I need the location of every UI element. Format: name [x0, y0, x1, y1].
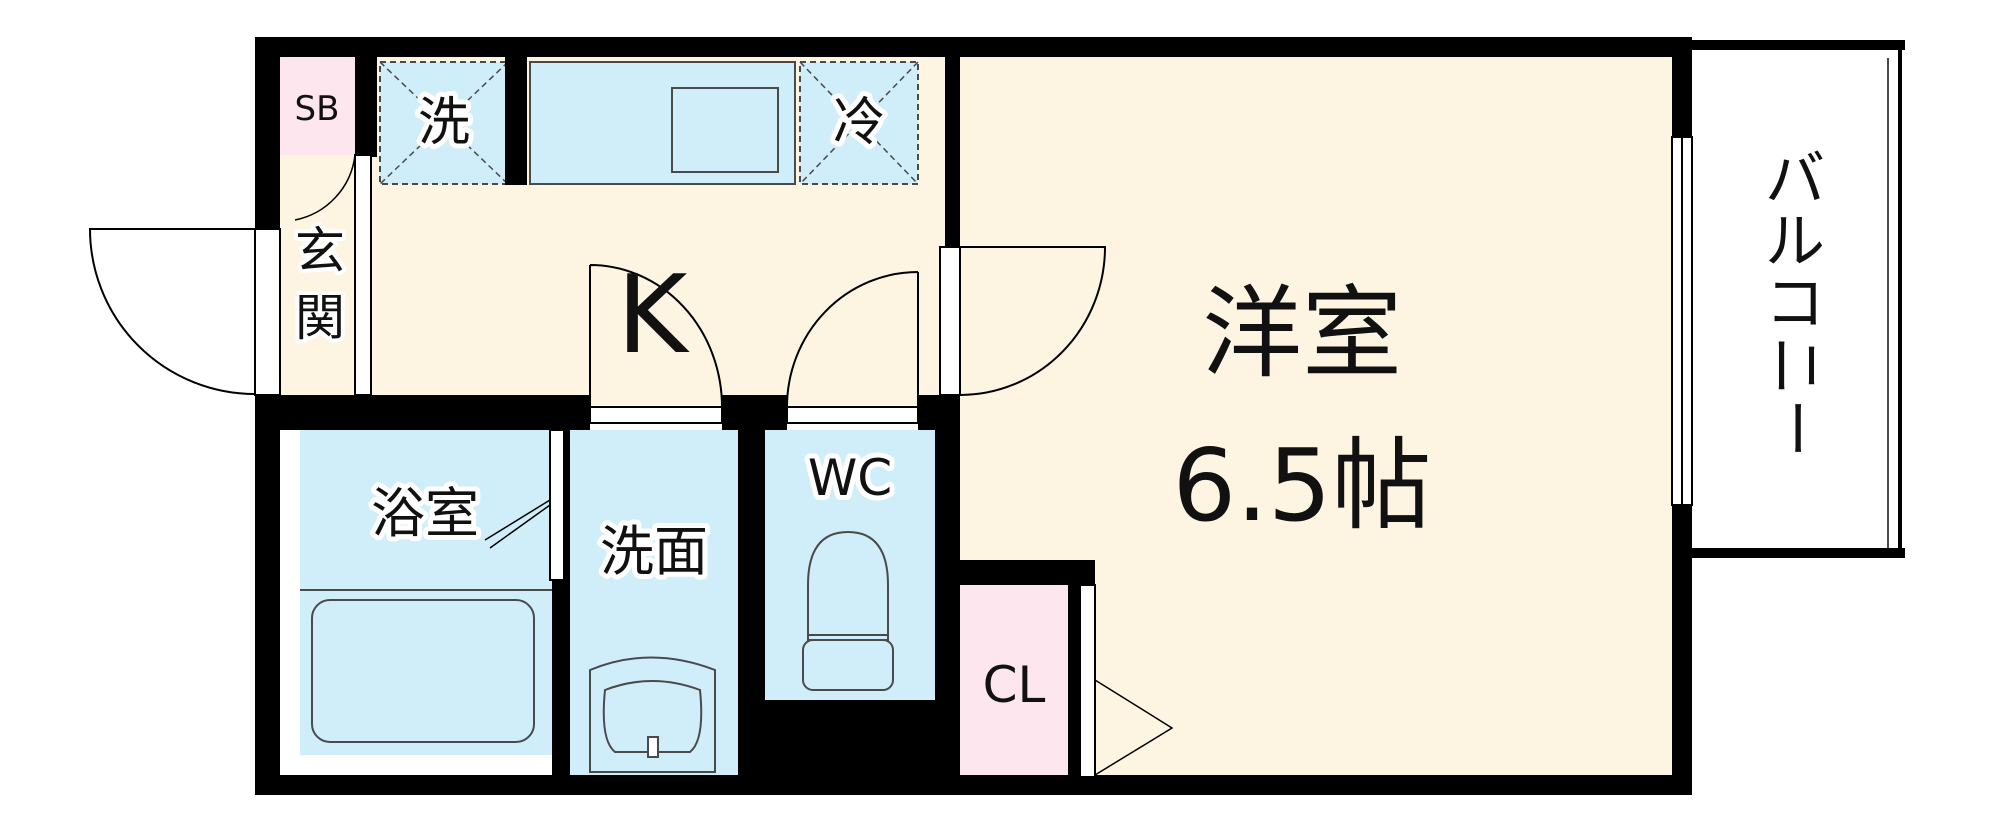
- toilet-label: WC: [808, 449, 892, 507]
- entrance-label-2: 関: [295, 289, 345, 347]
- closet-door-frame: [1079, 584, 1096, 778]
- western-room-size: 6.5帖: [1172, 427, 1431, 544]
- entrance-door-swing: [88, 228, 256, 395]
- shoe-box-label: SB: [295, 89, 340, 129]
- closet-door-swing: [1094, 679, 1174, 776]
- balcony-char: バ: [1765, 145, 1825, 215]
- entrance-inner-frame: [354, 154, 372, 396]
- balcony-area: [1692, 55, 1900, 550]
- closet-area: [960, 585, 1068, 777]
- washroom-door-frame: [589, 406, 723, 424]
- bathroom-door-swing: [484, 499, 551, 549]
- balcony-char: コ: [1765, 269, 1825, 339]
- closet-label: CL: [983, 656, 1046, 714]
- entrance-floor: [280, 155, 368, 405]
- walls: [255, 37, 1692, 795]
- washroom-label: 洗面: [600, 520, 708, 583]
- toilet-tank: [802, 639, 894, 691]
- balcony-char: ル: [1765, 207, 1825, 277]
- kitchen-label: K: [617, 253, 691, 378]
- entrance-door-frame: [254, 228, 281, 396]
- toilet-door-frame: [786, 406, 919, 424]
- fridge-space-label: 冷: [833, 93, 885, 153]
- balcony-label: バ ル コ ニ ー: [1760, 145, 1830, 458]
- washer-space-label: 洗: [418, 93, 470, 153]
- bathtub: [311, 599, 535, 743]
- kitchen-sink: [671, 87, 779, 173]
- entrance-label-1: 玄: [295, 222, 345, 280]
- fridge-cross-b: [799, 61, 919, 185]
- western-room-name: 洋室: [1202, 275, 1402, 392]
- toilet-door-swing: [786, 271, 919, 408]
- toilet-bowl: [807, 530, 889, 641]
- balcony-char: ニ: [1760, 336, 1830, 396]
- washer-space: [379, 61, 509, 185]
- washroom-door-swing: [589, 264, 723, 408]
- room-door-frame: [939, 246, 961, 396]
- bathroom-label: 浴室: [371, 482, 479, 545]
- room-door-swing: [959, 246, 1107, 396]
- washbasin-bowl: [602, 680, 703, 753]
- balcony-char: ー: [1760, 398, 1830, 458]
- shoe-box-door-swing: [294, 154, 356, 221]
- washbasin-tap: [647, 736, 659, 758]
- shoe-box-area: [280, 55, 355, 155]
- bathroom-door-frame: [549, 429, 565, 581]
